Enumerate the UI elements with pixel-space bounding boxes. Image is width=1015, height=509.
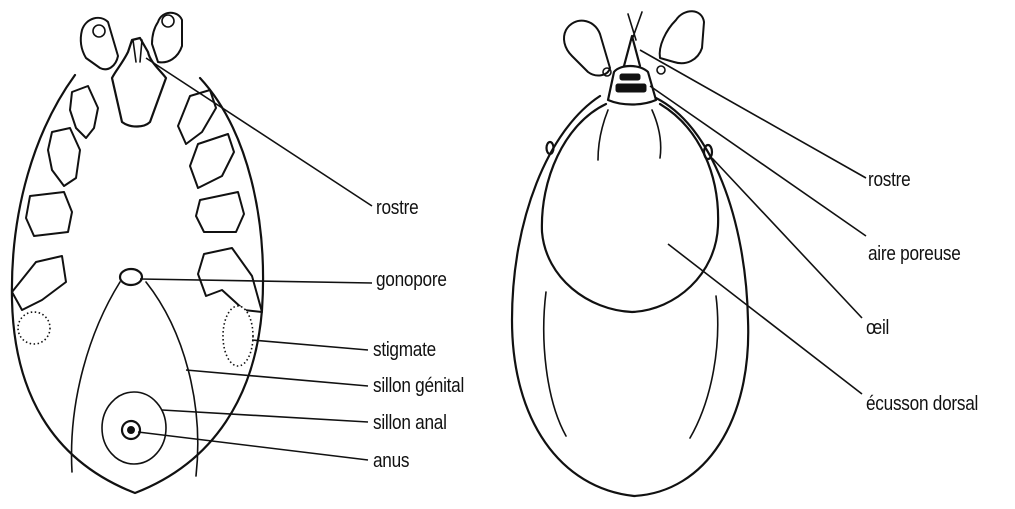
label-sillon-genital: sillon génital bbox=[373, 376, 464, 396]
palp-right bbox=[152, 13, 182, 63]
leg-left-2 bbox=[48, 128, 80, 186]
ventral-view bbox=[12, 13, 372, 493]
leader-aire-poreuse bbox=[650, 86, 866, 236]
label-ecusson-dorsal: écusson dorsal bbox=[866, 394, 978, 414]
scapular-line-left bbox=[598, 110, 608, 160]
leader-sillon-genital bbox=[186, 370, 368, 386]
dorsal-body-outline bbox=[512, 96, 748, 496]
label-aire-poreuse: aire poreuse bbox=[868, 244, 961, 264]
stigmate-right bbox=[223, 306, 253, 366]
label-rostre-ventral: rostre bbox=[376, 198, 418, 218]
aire-poreuse-mark-2 bbox=[620, 74, 640, 80]
dorsal-scutum bbox=[542, 104, 718, 312]
dorsal-groove-left bbox=[544, 292, 566, 436]
leader-anus bbox=[138, 432, 368, 460]
leg-right-2 bbox=[190, 134, 234, 188]
leader-gonopore bbox=[140, 279, 372, 283]
leader-stigmate bbox=[252, 340, 368, 350]
leader-ecusson-dorsal bbox=[668, 244, 862, 394]
leg-left-4 bbox=[12, 256, 66, 310]
stigmate-left bbox=[18, 312, 50, 344]
leg-left-3 bbox=[26, 192, 72, 236]
label-oeil: œil bbox=[866, 318, 889, 338]
label-rostre-dorsal: rostre bbox=[868, 170, 910, 190]
label-gonopore: gonopore bbox=[376, 270, 447, 290]
aire-poreuse-mark bbox=[616, 84, 646, 92]
leader-sillon-anal bbox=[162, 410, 368, 422]
sillon-genital-groove bbox=[72, 282, 120, 472]
dorsal-groove-right bbox=[690, 296, 718, 438]
gonopore-mark bbox=[120, 269, 142, 285]
leg-left-1 bbox=[70, 86, 98, 138]
ventral-chelicera-left bbox=[133, 40, 136, 62]
label-sillon-anal: sillon anal bbox=[373, 413, 447, 433]
scapular-line-right bbox=[652, 110, 661, 158]
leg-right-3 bbox=[196, 192, 244, 232]
ventral-chelicera-right bbox=[140, 40, 142, 62]
dorsal-chelicera bbox=[628, 12, 642, 40]
dorsal-palp-right bbox=[660, 11, 704, 63]
leg-right-1 bbox=[178, 90, 216, 144]
sillon-genital-groove-right bbox=[146, 282, 198, 476]
dorsal-palp-left bbox=[564, 21, 610, 76]
label-anus: anus bbox=[373, 451, 409, 471]
dorsal-view bbox=[512, 11, 866, 496]
label-stigmate: stigmate bbox=[373, 340, 436, 360]
anus-center bbox=[128, 427, 135, 434]
dorsal-palp-right-joint bbox=[657, 66, 665, 74]
